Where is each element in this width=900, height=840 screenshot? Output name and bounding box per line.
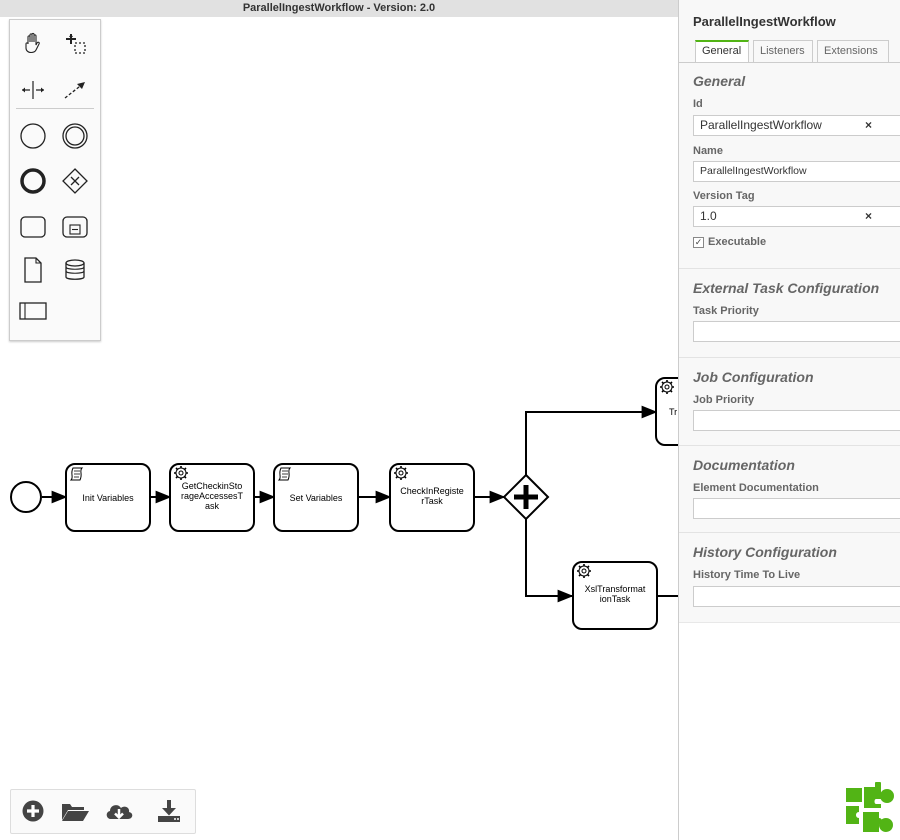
group-title-external-task: External Task Configuration bbox=[693, 280, 880, 296]
task-label: Tr bbox=[669, 407, 677, 417]
element-documentation-label: Element Documentation bbox=[693, 482, 819, 494]
tab-extensions[interactable]: Extensions bbox=[817, 40, 889, 62]
history-ttl-field[interactable] bbox=[693, 586, 900, 607]
io-toolbar bbox=[10, 789, 196, 834]
name-label: Name bbox=[693, 145, 723, 157]
task-label: Set Variables bbox=[290, 493, 343, 503]
parallel-gateway[interactable] bbox=[502, 473, 550, 521]
task-set-variables[interactable]: Set Variables bbox=[273, 463, 359, 532]
version-tag-label: Version Tag bbox=[693, 190, 755, 202]
properties-panel: ParallelIngestWorkflow General Listeners… bbox=[678, 0, 900, 840]
version-tag-clear-icon[interactable]: × bbox=[864, 209, 872, 223]
group-divider bbox=[679, 445, 900, 446]
tab-listeners[interactable]: Listeners bbox=[753, 40, 813, 62]
id-clear-icon[interactable]: × bbox=[864, 118, 872, 132]
subprocess-icon[interactable] bbox=[60, 212, 90, 242]
group-title-history: History Configuration bbox=[693, 544, 837, 560]
group-divider bbox=[679, 532, 900, 533]
name-field[interactable]: ParallelIngestWorkflow bbox=[693, 161, 900, 182]
group-title-job: Job Configuration bbox=[693, 369, 814, 385]
data-object-icon[interactable] bbox=[18, 255, 48, 285]
window-title: ParallelIngestWorkflow - Version: 2.0 bbox=[0, 0, 678, 17]
group-divider bbox=[679, 622, 900, 623]
task-partial-tr[interactable]: Tr bbox=[655, 377, 678, 446]
gateway-icon[interactable] bbox=[60, 166, 90, 196]
start-event[interactable] bbox=[10, 481, 42, 513]
group-divider bbox=[679, 268, 900, 269]
cloud-deploy-icon[interactable] bbox=[103, 795, 135, 827]
space-tool-icon[interactable] bbox=[18, 75, 48, 105]
camunda-logo-icon bbox=[845, 781, 895, 839]
pool-icon[interactable] bbox=[18, 296, 48, 326]
element-documentation-field[interactable] bbox=[693, 498, 900, 519]
task-icon[interactable] bbox=[18, 212, 48, 242]
task-priority-field[interactable] bbox=[693, 321, 900, 342]
id-label: Id bbox=[693, 98, 703, 110]
group-divider bbox=[679, 357, 900, 358]
global-connect-tool-icon[interactable] bbox=[60, 75, 90, 105]
tool-palette bbox=[9, 19, 101, 341]
data-store-icon[interactable] bbox=[60, 255, 90, 285]
job-priority-label: Job Priority bbox=[693, 394, 755, 406]
history-ttl-label: History Time To Live bbox=[693, 569, 801, 581]
sequence-flows bbox=[42, 405, 678, 603]
open-diagram-icon[interactable] bbox=[59, 795, 91, 827]
end-event-icon[interactable] bbox=[18, 166, 48, 196]
task-init-variables[interactable]: Init Variables bbox=[65, 463, 151, 532]
start-event-icon[interactable] bbox=[18, 121, 48, 151]
group-title-documentation: Documentation bbox=[693, 457, 795, 473]
group-title-general: General bbox=[693, 73, 746, 89]
executable-label: Executable bbox=[708, 236, 767, 248]
lasso-tool-icon[interactable] bbox=[60, 28, 90, 58]
task-label: Init Variables bbox=[82, 493, 134, 503]
tab-general[interactable]: General bbox=[695, 40, 749, 62]
download-icon[interactable] bbox=[153, 795, 185, 827]
task-priority-label: Task Priority bbox=[693, 305, 759, 317]
executable-checkbox[interactable]: ✓ bbox=[693, 237, 704, 248]
intermediate-event-icon[interactable] bbox=[60, 121, 90, 151]
hand-tool-icon[interactable] bbox=[18, 28, 48, 58]
job-priority-field[interactable] bbox=[693, 410, 900, 431]
properties-title: ParallelIngestWorkflow bbox=[693, 14, 836, 29]
version-tag-field[interactable]: 1.0 bbox=[693, 206, 900, 227]
new-diagram-icon[interactable] bbox=[17, 795, 49, 827]
id-field[interactable]: ParallelIngestWorkflow bbox=[693, 115, 900, 136]
tab-divider bbox=[679, 62, 900, 63]
panel-empty-area bbox=[679, 623, 900, 840]
